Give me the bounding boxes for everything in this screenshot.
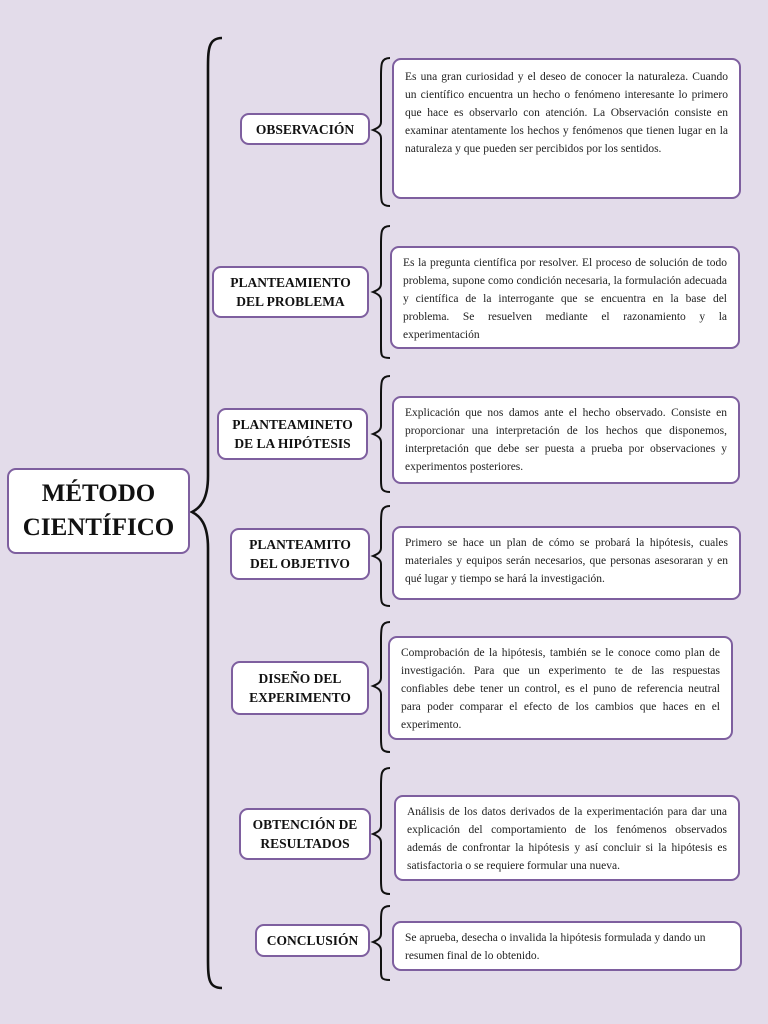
root-title-box: MÉTODO CIENTÍFICO — [7, 468, 190, 554]
step-description-planteamiento-hipotesis: Explicación que nos damos ante el hecho … — [392, 396, 740, 484]
step-label-observacion: OBSERVACIÓN — [240, 113, 370, 145]
brace-experimento — [370, 621, 391, 753]
step-label-diseno-experimento: DISEÑO DEL EXPERIMENTO — [231, 661, 369, 715]
brace-objetivo — [370, 505, 391, 607]
step-description-planteamiento-objetivo: Primero se hace un plan de cómo se proba… — [392, 526, 741, 600]
brace-conclusion — [370, 905, 391, 981]
brace-observacion — [370, 57, 391, 207]
step-label-conclusion: CONCLUSIÓN — [255, 924, 370, 957]
brace-problema — [370, 225, 391, 359]
root-title: MÉTODO CIENTÍFICO — [22, 480, 175, 541]
step-label-planteamiento-objetivo: PLANTEAMITO DEL OBJETIVO — [230, 528, 370, 580]
brace-hipotesis — [370, 375, 391, 493]
step-description-observacion: Es una gran curiosidad y el deseo de con… — [392, 58, 741, 199]
step-description-planteamiento-problema: Es la pregunta científica por resolver. … — [390, 246, 740, 349]
step-description-diseno-experimento: Comprobación de la hipótesis, también se… — [388, 636, 733, 740]
step-description-conclusion: Se aprueba, desecha o invalida la hipóte… — [392, 921, 742, 971]
step-label-planteamiento-problema: PLANTEAMIENTO DEL PROBLEMA — [212, 266, 369, 318]
step-label-obtencion-resultados: OBTENCIÓN DE RESULTADOS — [239, 808, 371, 860]
step-description-obtencion-resultados: Análisis de los datos derivados de la ex… — [394, 795, 740, 881]
step-label-planteamiento-hipotesis: PLANTEAMINETO DE LA HIPÓTESIS — [217, 408, 368, 460]
main-brace — [189, 36, 223, 990]
brace-resultados — [370, 767, 391, 895]
